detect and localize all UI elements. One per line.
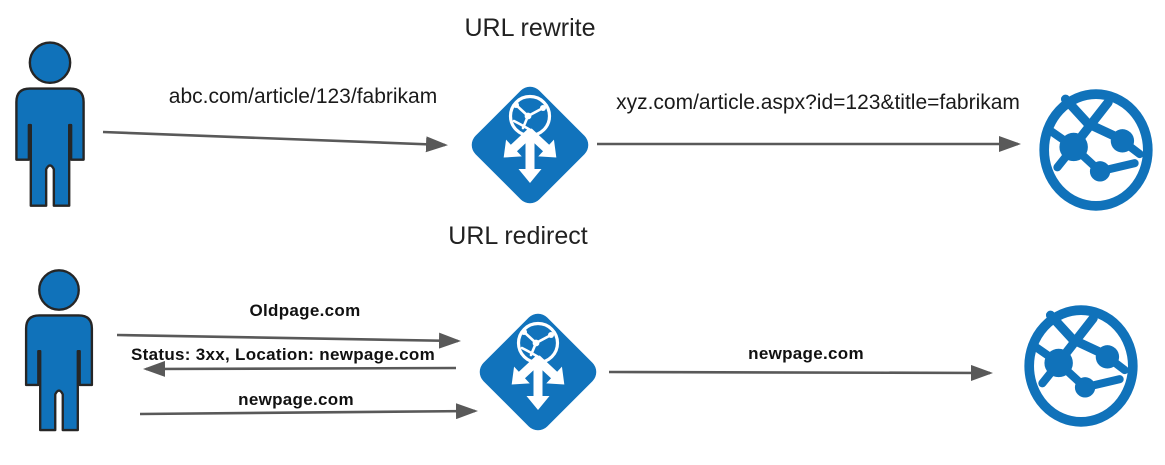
application-gateway-icon	[468, 302, 608, 442]
application-gateway-icon	[460, 75, 600, 215]
rewrite-request-label: abc.com/article/123/fabrikam	[168, 85, 438, 108]
rewrite-request-arrow	[102, 130, 448, 153]
web-app-globe-icon	[1018, 302, 1144, 430]
web-app-globe-icon	[1033, 86, 1159, 214]
redirect-request-arrow	[116, 332, 461, 349]
redirect-title: URL redirect	[448, 222, 588, 250]
redirect-followup-label: newpage.com	[238, 390, 354, 409]
redirect-request-label: Oldpage.com	[249, 301, 361, 320]
user-icon	[12, 266, 106, 440]
redirect-forward-arrow	[608, 364, 993, 381]
redirect-followup-arrow	[139, 403, 478, 420]
redirect-response-label: Status: 3xx, Location: newpage.com	[131, 345, 435, 364]
rewrite-rewritten-label: xyz.com/article.aspx?id=123&title=fabrik…	[616, 91, 1020, 114]
redirect-response-arrow	[143, 360, 457, 377]
redirect-forward-label: newpage.com	[748, 344, 864, 363]
rewrite-title: URL rewrite	[464, 14, 596, 42]
user-icon	[2, 36, 98, 218]
